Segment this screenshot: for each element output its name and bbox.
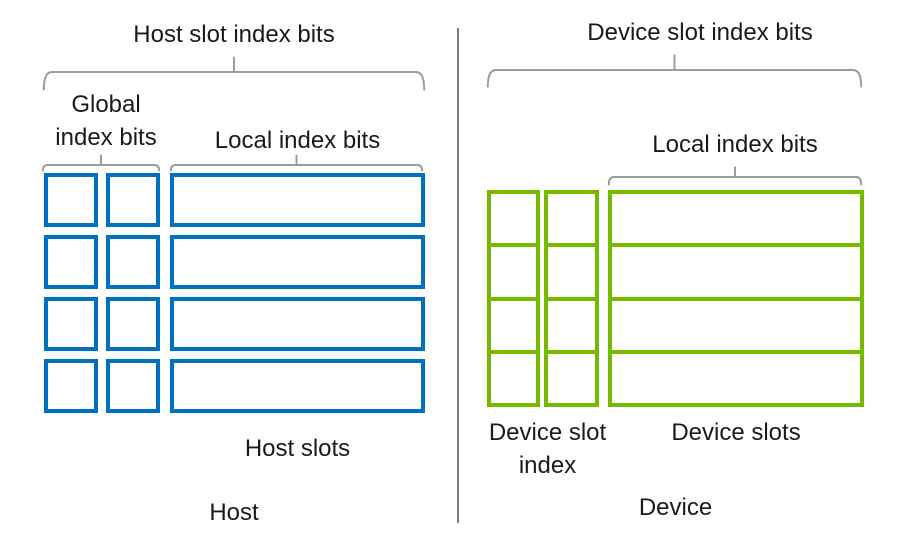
device-slot-cell	[612, 243, 860, 296]
device-slot-index-cell	[491, 296, 536, 350]
device-slot-index-cell	[491, 243, 536, 296]
device-slots-column	[608, 190, 864, 407]
host-slot-grid	[44, 173, 425, 421]
host-global-index-cell	[44, 235, 98, 289]
device-local-index-bits-brace	[607, 166, 863, 186]
host-slots-label: Host slots	[244, 435, 351, 462]
host-title: Host slot index bits	[133, 21, 335, 48]
device-slot-index-cell	[548, 296, 595, 350]
device-slot-index-cell	[548, 243, 595, 296]
device-slot-index-label-line1: Device slot	[488, 419, 607, 446]
host-slot-row	[44, 359, 425, 413]
host-global-index-cell	[106, 297, 160, 351]
device-local-index-bits-label: Local index bits	[652, 131, 818, 158]
host-local-index-cell	[170, 235, 425, 289]
host-global-index-cell	[106, 173, 160, 227]
host-local-index-cell	[170, 173, 425, 227]
device-slot-index-label-line2: index	[518, 452, 577, 479]
device-slot-index-label: Device slot index	[480, 416, 615, 482]
host-local-index-cell	[170, 359, 425, 413]
device-slot-cell	[612, 296, 860, 350]
device-slot-index-cell	[548, 349, 595, 403]
device-title: Device slot index bits	[587, 19, 813, 46]
device-caption: Device	[638, 494, 713, 521]
host-global-index-cell	[44, 173, 98, 227]
host-global-index-cell	[44, 359, 98, 413]
host-local-index-bits-label: Local index bits	[214, 127, 381, 154]
device-slots-label: Device slots	[671, 419, 801, 446]
host-slot-row	[44, 297, 425, 351]
device-slot-index-bits-brace	[486, 54, 863, 88]
device-slot-index-column-2	[544, 190, 599, 407]
host-local-index-bits-brace	[169, 154, 424, 172]
host-slot-row	[44, 235, 425, 289]
device-slot-cell	[612, 349, 860, 403]
global-index-bits-label: Global index bits	[47, 88, 165, 154]
device-slot-index-cell	[548, 194, 595, 243]
device-slot-index-cell	[491, 349, 536, 403]
device-slot-grid	[487, 190, 864, 407]
panel-divider	[457, 28, 459, 523]
host-global-index-cell	[106, 359, 160, 413]
device-slot-index-cell	[491, 194, 536, 243]
device-slot-cell	[612, 194, 860, 243]
global-index-bits-brace	[41, 154, 161, 172]
host-slot-index-bits-brace	[42, 56, 426, 91]
device-slot-index-column-1	[487, 190, 540, 407]
host-slot-row	[44, 173, 425, 227]
host-caption: Host	[209, 499, 259, 526]
host-global-index-cell	[44, 297, 98, 351]
host-local-index-cell	[170, 297, 425, 351]
global-index-bits-label-line2: index bits	[55, 124, 157, 151]
global-index-bits-label-line1: Global	[71, 91, 141, 118]
host-global-index-cell	[106, 235, 160, 289]
